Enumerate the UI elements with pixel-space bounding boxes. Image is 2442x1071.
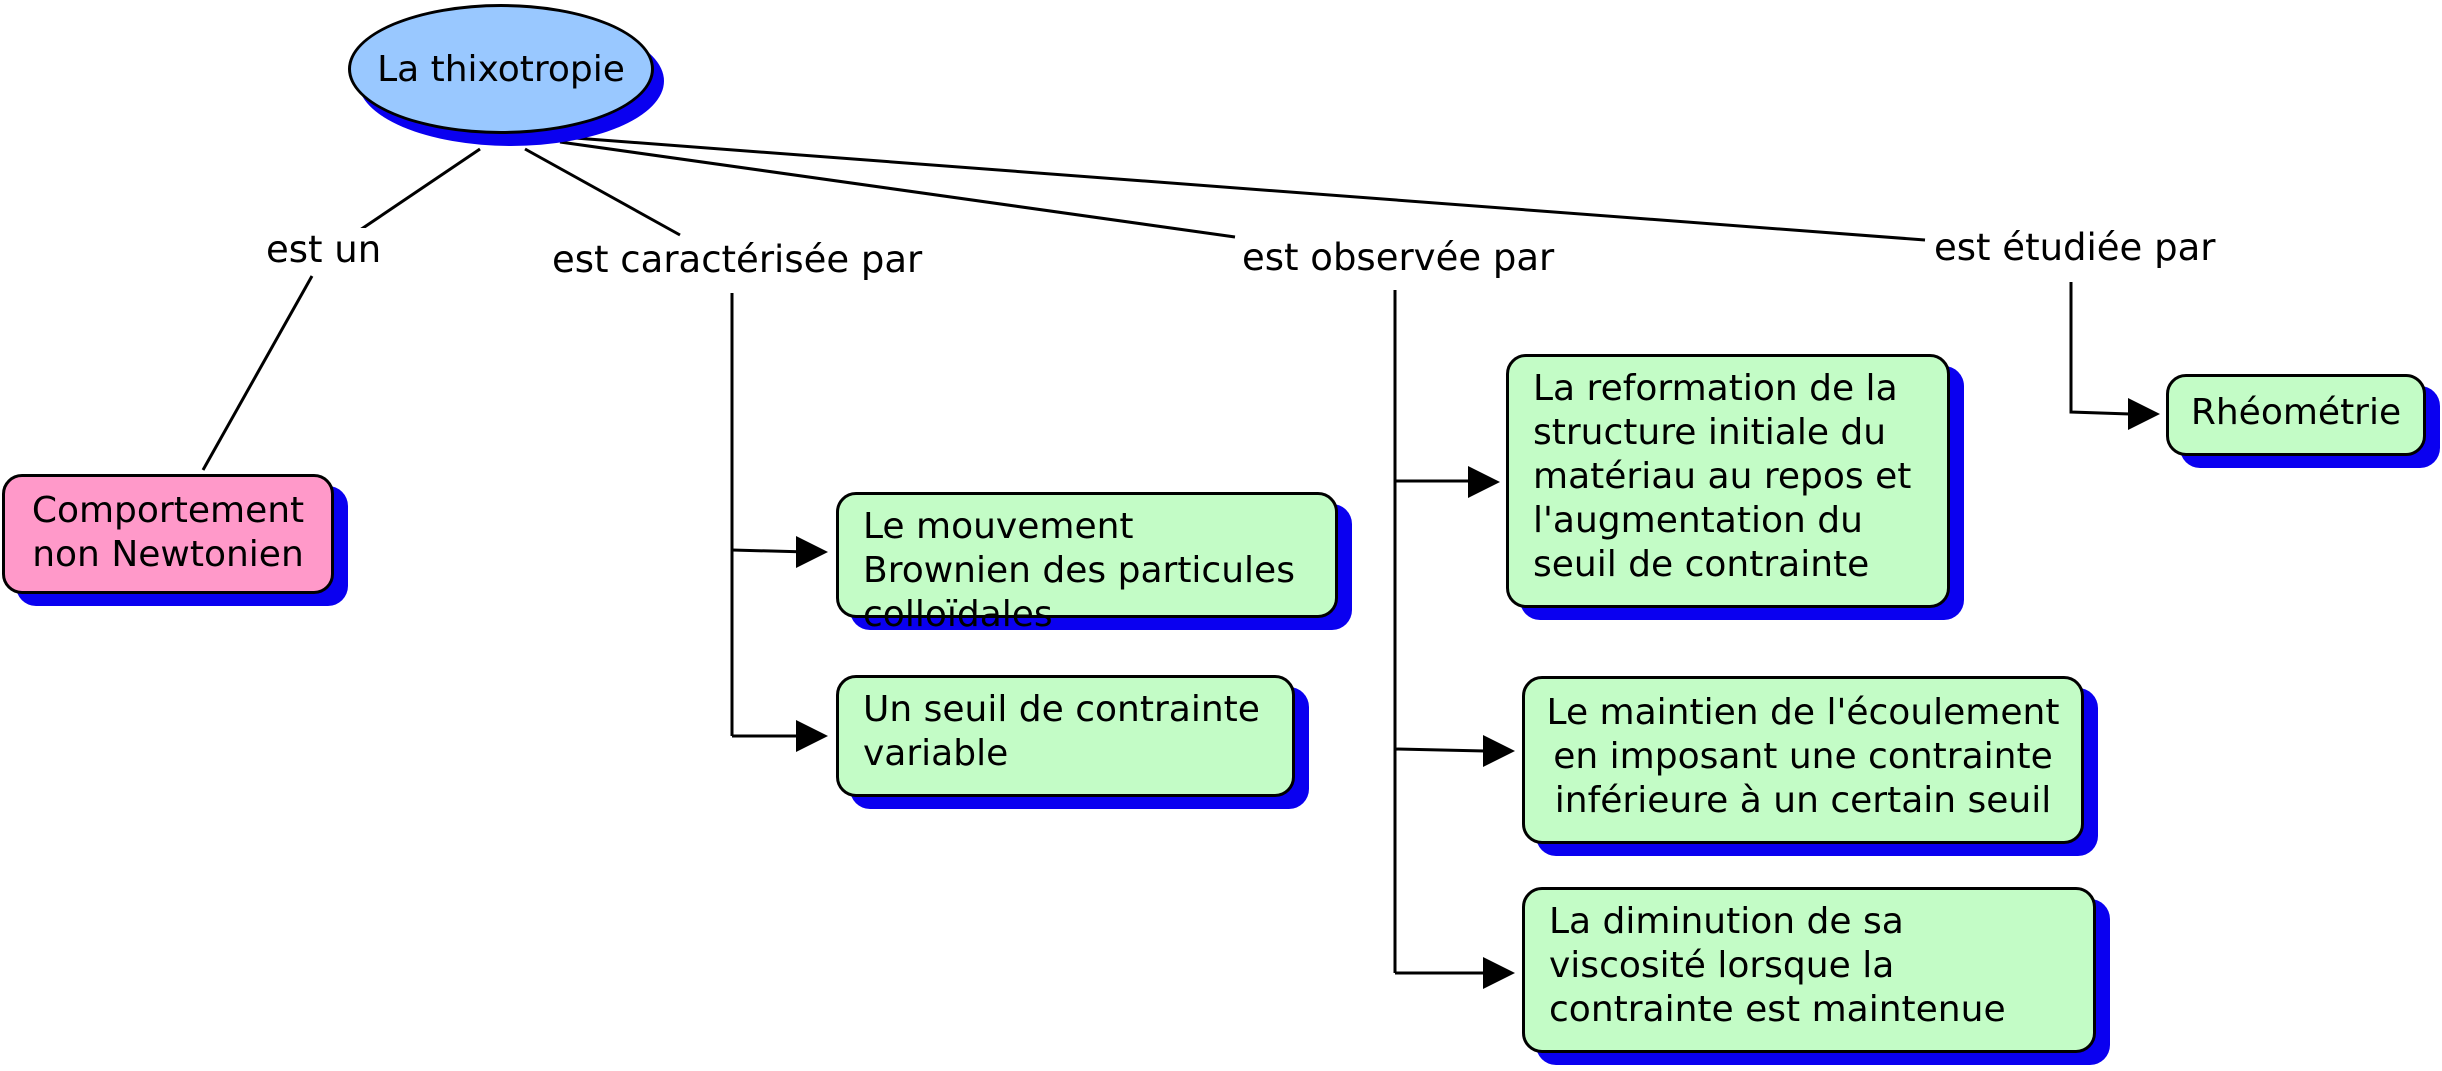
arrowheads bbox=[796, 398, 2160, 989]
relation-caracterisee: est caractérisée par bbox=[548, 238, 927, 281]
arrowhead-brownien bbox=[796, 536, 828, 568]
concept-brownien-text: Le mouvement Brownien des particules col… bbox=[863, 506, 1295, 635]
concept-rheometrie[interactable]: Rhéométrie bbox=[2166, 374, 2426, 456]
concept-rheometrie-text: Rhéométrie bbox=[2190, 392, 2402, 433]
root-concept-text: La thixotropie bbox=[377, 48, 625, 90]
concept-reformation[interactable]: La reformation de la structure initiale … bbox=[1506, 354, 1950, 608]
link-root-est-un bbox=[359, 147, 481, 232]
arrowhead-reformation bbox=[1468, 466, 1500, 498]
arrowhead-diminution bbox=[1483, 957, 1515, 989]
relation-est-un: est un bbox=[262, 228, 386, 271]
link-caracterisee-brownien bbox=[731, 548, 809, 554]
concept-seuil-variable[interactable]: Un seuil de contrainte variable bbox=[836, 675, 1295, 797]
concept-maintien[interactable]: Le maintien de l'écoulement en imposant … bbox=[1522, 676, 2084, 844]
link-observee-maintien bbox=[1394, 747, 1486, 753]
concept-diminution[interactable]: La diminution de sa viscosité lorsque la… bbox=[1522, 887, 2096, 1053]
link-root-caracterisee bbox=[524, 147, 681, 237]
arrowhead-maintien bbox=[1483, 735, 1515, 767]
relation-observee: est observée par bbox=[1238, 236, 1559, 279]
link-root-etudiee bbox=[574, 136, 1926, 242]
concept-comportement-text: Comportement non Newtonien bbox=[31, 490, 305, 575]
arrowhead-seuil bbox=[796, 720, 828, 752]
link-est-un-comportement bbox=[201, 275, 314, 471]
concept-seuil-variable-text: Un seuil de contrainte variable bbox=[863, 689, 1260, 774]
arrowhead-rheometrie bbox=[2128, 398, 2160, 430]
concept-comportement[interactable]: Comportement non Newtonien bbox=[2, 474, 334, 594]
link-etudiee-rheometrie bbox=[2069, 282, 2131, 416]
root-concept[interactable]: La thixotropie bbox=[348, 4, 654, 134]
concept-maintien-text: Le maintien de l'écoulement en imposant … bbox=[1546, 692, 2060, 821]
relation-etudiee: est étudiée par bbox=[1930, 226, 2220, 269]
concept-reformation-text: La reformation de la structure initiale … bbox=[1533, 368, 1912, 585]
concept-brownien[interactable]: Le mouvement Brownien des particules col… bbox=[836, 492, 1338, 635]
link-root-observee bbox=[559, 140, 1236, 239]
concept-diminution-text: La diminution de sa viscosité lorsque la… bbox=[1549, 901, 2006, 1030]
